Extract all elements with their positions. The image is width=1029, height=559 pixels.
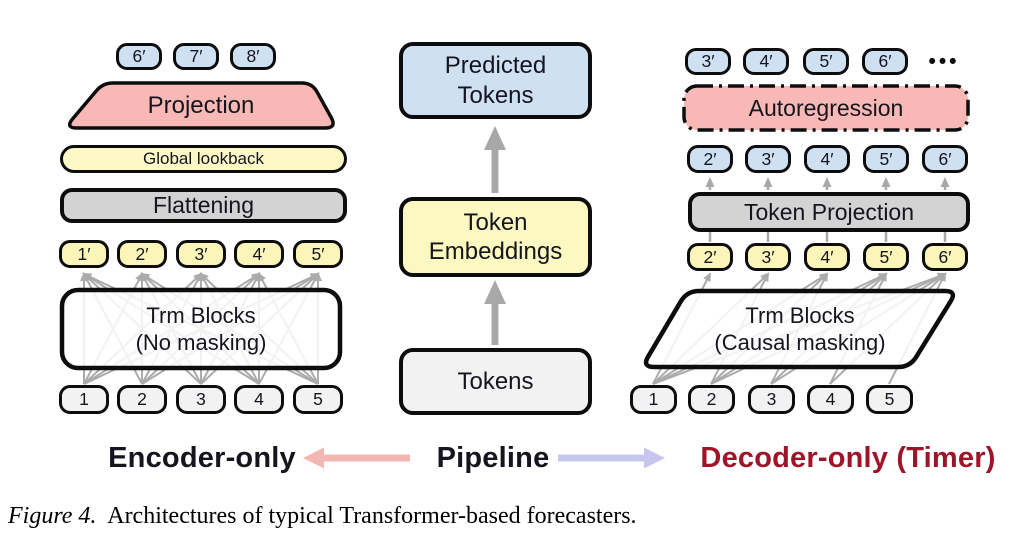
trm-encoder-label: Trm Blocks (No masking) (62, 291, 340, 367)
projection-label: Projection (147, 92, 255, 119)
token-box: 3′ (745, 145, 791, 173)
embeddings-line1: Token (463, 208, 528, 236)
token-box: 8′ (230, 43, 276, 70)
caption-text: Architectures of typical Transformer-bas… (107, 503, 637, 529)
token-box: 5 (293, 385, 343, 414)
token-box: 3′ (176, 240, 226, 268)
token-box: 2 (688, 385, 735, 414)
token-box: 4′ (804, 145, 850, 173)
ellipsis: ••• (928, 49, 960, 73)
embeddings-line2: Embeddings (428, 238, 563, 265)
token-box: 1 (59, 385, 109, 414)
encoder-only-label: Encoder-only (108, 442, 296, 474)
trm-encoder-line2: (No masking) (135, 330, 267, 355)
token-box: 3′ (745, 243, 791, 271)
trm-decoder-line2: (Causal masking) (714, 330, 886, 355)
token-box: 3 (748, 385, 795, 414)
token-embeddings-box: Token Embeddings (399, 197, 592, 277)
decoder-only-label: Decoder-only (Timer) (700, 442, 996, 474)
token-box: 2 (117, 385, 167, 414)
token-box: 6′ (922, 243, 968, 271)
token-box: 4′ (743, 48, 789, 75)
token-box: 6′ (862, 48, 908, 75)
caption-label: Figure 4. (8, 503, 97, 529)
token-box: 5′ (803, 48, 849, 75)
token-box: 4′ (804, 243, 850, 271)
trm-decoder-label: Trm Blocks (Causal masking) (660, 292, 940, 366)
pipeline-label: Pipeline (436, 442, 550, 474)
autoregression-label: Autoregression (748, 94, 904, 121)
figure-caption: Figure 4. Architectures of typical Transf… (8, 503, 1018, 530)
encoder-direction-arrow (303, 447, 410, 469)
projection-shape (67, 81, 335, 130)
trm-encoder-shape (59, 287, 343, 371)
autoregression-shape (682, 84, 970, 132)
global-lookback-box: Global lookback (60, 145, 347, 173)
token-box: 5′ (863, 243, 909, 271)
trm-decoder-line1: Trm Blocks (745, 302, 855, 328)
token-box: 4′ (234, 240, 284, 268)
token-box: 3 (176, 385, 226, 414)
trm-encoder-line1: Trm Blocks (146, 302, 256, 328)
trm-decoder-shape (643, 288, 956, 370)
predicted-line2: Tokens (457, 81, 534, 109)
token-box: 2′ (687, 145, 733, 173)
flattening-box: Flattening (60, 188, 347, 223)
token-box: 5′ (863, 145, 909, 173)
token-box: 6′ (116, 43, 162, 70)
token-box: 5 (866, 385, 913, 414)
token-box: 2′ (687, 243, 733, 271)
token-box: 1′ (59, 240, 109, 268)
predicted-line1: Predicted (444, 52, 547, 80)
token-box: 4 (807, 385, 854, 414)
projection-to-predicted-arrows (705, 177, 950, 190)
predicted-tokens-box: Predicted Tokens (399, 42, 592, 119)
token-box: 4 (234, 385, 284, 414)
token-box: 7′ (173, 43, 219, 70)
tokens-box: Tokens (399, 348, 592, 415)
decoder-direction-arrow (558, 447, 665, 469)
token-box: 5′ (293, 240, 343, 268)
token-box: 6′ (922, 145, 968, 173)
token-box: 3′ (685, 48, 731, 75)
token-box: 2′ (117, 240, 167, 268)
hidden-to-projection-lines (708, 232, 947, 242)
token-projection-box: Token Projection (688, 192, 970, 232)
token-box: 1 (630, 385, 677, 414)
